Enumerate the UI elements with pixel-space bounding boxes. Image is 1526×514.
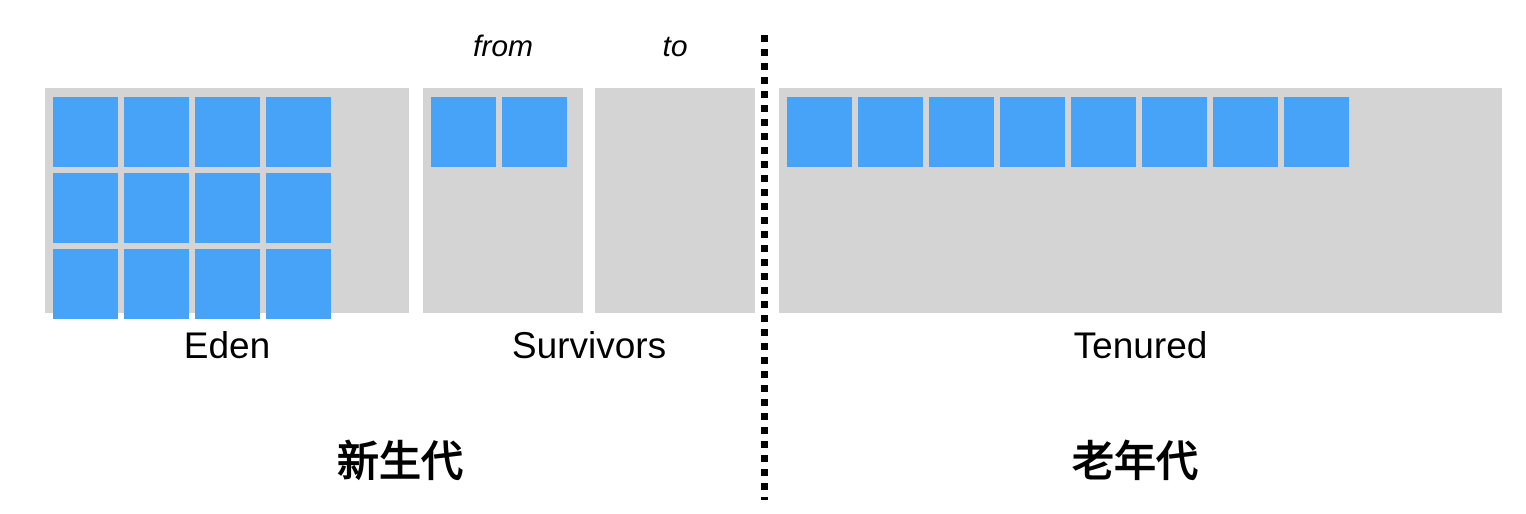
- object-cell: [53, 173, 118, 243]
- survivor-to-region: [595, 88, 755, 313]
- object-cell: [787, 97, 852, 167]
- object-cell: [1000, 97, 1065, 167]
- object-cell: [195, 173, 260, 243]
- object-cell: [929, 97, 994, 167]
- survivors-label: Survivors: [511, 325, 667, 366]
- object-cell: [1142, 97, 1207, 167]
- object-cell: [124, 173, 189, 243]
- object-cell: [53, 249, 118, 319]
- survivor-to-caption: to: [662, 30, 688, 63]
- object-cell: [124, 97, 189, 167]
- eden-region: [45, 88, 409, 319]
- survivor-to-object-cells: [603, 97, 747, 304]
- object-cell: [858, 97, 923, 167]
- object-cell: [1213, 97, 1278, 167]
- object-cell: [431, 97, 496, 167]
- tenured-object-cells: [787, 97, 1494, 304]
- survivor-from-caption: from: [473, 30, 533, 63]
- tenured-label: Tenured: [1073, 325, 1208, 366]
- object-cell: [124, 249, 189, 319]
- survivor-from-object-cells: [431, 97, 575, 304]
- old-generation-label: 老年代: [1071, 438, 1198, 485]
- generation-divider-dotted-line: [761, 35, 768, 500]
- object-cell: [1284, 97, 1349, 167]
- survivor-from-region: [423, 88, 583, 313]
- object-cell: [266, 173, 331, 243]
- eden-object-cells: [53, 97, 401, 319]
- object-cell: [1071, 97, 1136, 167]
- object-cell: [502, 97, 567, 167]
- object-cell: [266, 249, 331, 319]
- young-generation-label: 新生代: [336, 438, 463, 485]
- tenured-region: [779, 88, 1502, 313]
- object-cell: [195, 97, 260, 167]
- object-cell: [195, 249, 260, 319]
- eden-label: Eden: [183, 325, 271, 366]
- object-cell: [266, 97, 331, 167]
- object-cell: [53, 97, 118, 167]
